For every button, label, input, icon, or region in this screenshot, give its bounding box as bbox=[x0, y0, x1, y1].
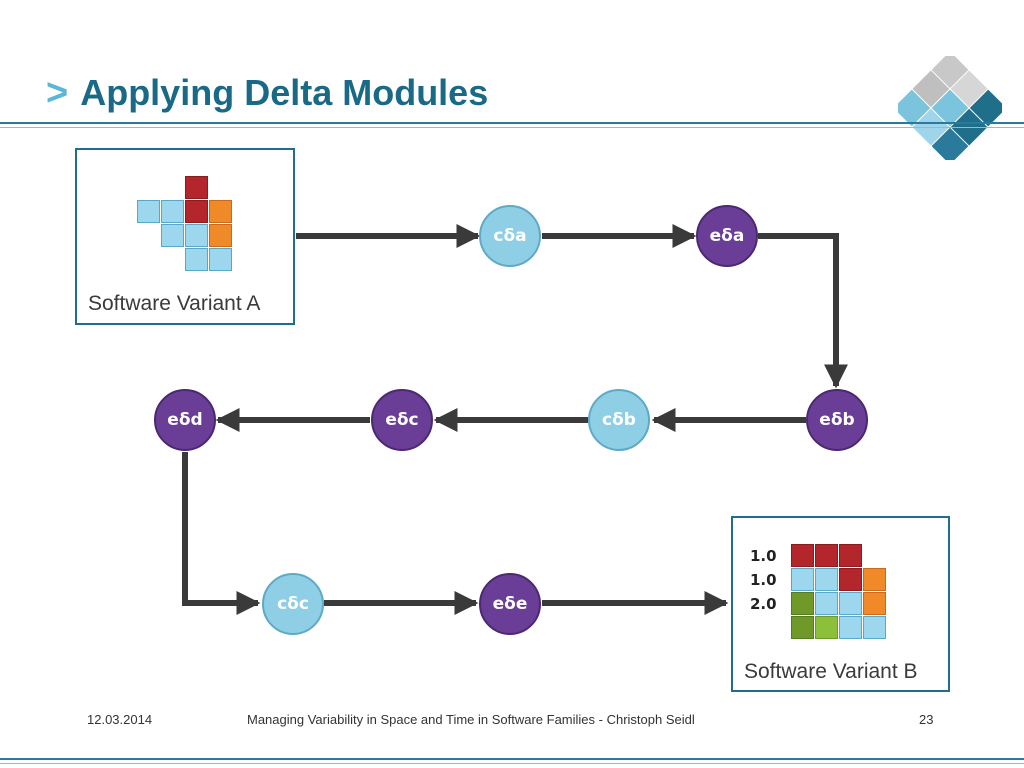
delta-node-c-delta-c: cδc bbox=[262, 573, 324, 635]
footer-date: 12.03.2014 bbox=[87, 712, 153, 727]
variant-a-label: Software Variant A bbox=[88, 292, 261, 315]
delta-node-e-delta-a: eδa bbox=[696, 205, 758, 267]
version-label: 2.0 bbox=[750, 595, 777, 613]
footer-title: Managing Variability in Space and Time i… bbox=[247, 712, 695, 727]
version-label: 1.0 bbox=[750, 547, 777, 565]
variant-b-label: Software Variant B bbox=[744, 660, 918, 683]
delta-node-e-delta-d: eδd bbox=[154, 389, 216, 451]
title-text: Applying Delta Modules bbox=[80, 72, 489, 113]
delta-node-c-delta-a: cδa bbox=[479, 205, 541, 267]
header-rule-thin bbox=[0, 127, 1024, 128]
connector-eda-to-edb bbox=[758, 233, 848, 389]
header-rule bbox=[0, 122, 1024, 124]
connector-edd-to-cdc bbox=[182, 452, 261, 615]
delta-node-e-delta-e: eδe bbox=[479, 573, 541, 635]
institution-logo-icon bbox=[898, 56, 1002, 160]
delta-node-e-delta-b: eδb bbox=[806, 389, 868, 451]
title-chevron-icon: > bbox=[46, 72, 69, 114]
delta-node-e-delta-c: eδc bbox=[371, 389, 433, 451]
version-label: 1.0 bbox=[750, 571, 777, 589]
footer-page-number: 23 bbox=[919, 712, 934, 727]
footer-rule-thin bbox=[0, 763, 1024, 764]
delta-node-c-delta-b: cδb bbox=[588, 389, 650, 451]
slide-title: > Applying Delta Modules bbox=[46, 68, 488, 118]
footer-rule bbox=[0, 758, 1024, 760]
